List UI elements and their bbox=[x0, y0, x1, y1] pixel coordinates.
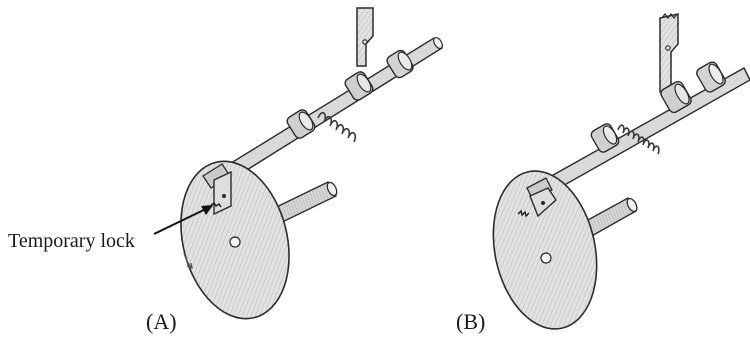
panel-b bbox=[479, 14, 750, 337]
panel-a bbox=[154, 8, 444, 330]
temporary-lock-label: Temporary lock bbox=[8, 230, 135, 253]
panel-b-caption: (B) bbox=[456, 309, 485, 335]
panel-a-caption: (A) bbox=[146, 309, 177, 335]
rotating-disc bbox=[165, 150, 305, 330]
vertical-latch bbox=[357, 8, 373, 66]
vertical-latch bbox=[660, 14, 678, 92]
